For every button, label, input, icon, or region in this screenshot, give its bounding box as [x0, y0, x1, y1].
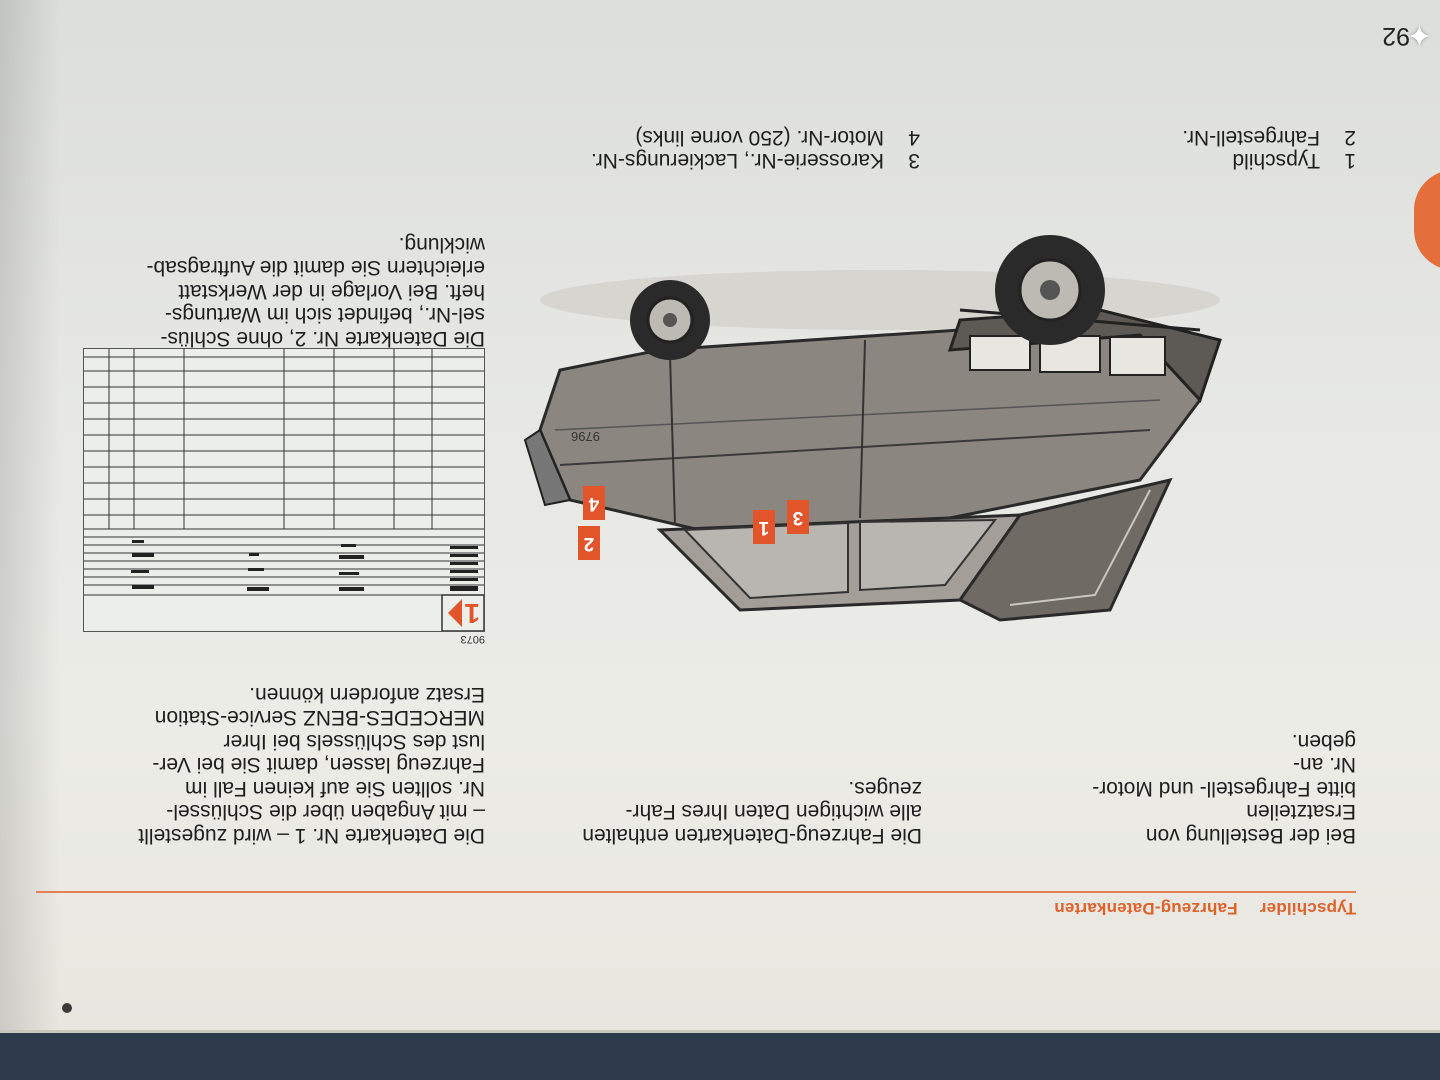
star-logo-icon: ✦ — [1406, 18, 1432, 51]
data-card-badge: 1 — [464, 598, 480, 629]
legend-item: 3 Karosserie-Nr., Lackierungs-Nr. — [591, 149, 920, 172]
card-figure-number: 9073 — [460, 633, 485, 645]
header-typschilder: Typschilder — [1259, 899, 1356, 918]
data-card-figure: 1 — [83, 348, 485, 632]
legend-number: 4 — [908, 126, 920, 149]
car-drawing — [523, 235, 1222, 622]
legend-label: Fahrgestell-Nr. — [1182, 126, 1320, 149]
column-datacards: Die Fahrzeug-Datenkarten enthalten alle … — [502, 777, 922, 847]
column-card1: Die Datenkarte Nr. 1 – wird zugestellt –… — [75, 683, 485, 847]
legend-right: 3 Karosserie-Nr., Lackierungs-Nr. 4 Moto… — [591, 126, 920, 172]
marker-4: 4 — [583, 486, 605, 520]
legend-label: Typschild — [1232, 149, 1320, 172]
card1-text: Die Datenkarte Nr. 1 – wird zugestellt –… — [138, 683, 485, 847]
legend-number: 3 — [908, 149, 920, 172]
ordering-text: Bei der Bestellung von Ersatzteilen bitt… — [1092, 730, 1356, 847]
marker-1: 1 — [753, 510, 775, 544]
page-mark-dot — [62, 1003, 72, 1013]
manual-page: ✦ 92 Typschilder Fahrzeug-Datenkarten Bei… — [0, 0, 1440, 1033]
legend-left: 1 Typschild 2 Fahrgestell-Nr. — [1182, 126, 1356, 172]
header-rule — [36, 891, 1356, 893]
legend-item: 2 Fahrgestell-Nr. — [1182, 126, 1356, 149]
section-header: Typschilder Fahrzeug-Datenkarten — [1054, 898, 1356, 918]
legend-label: Karosserie-Nr., Lackierungs-Nr. — [591, 149, 884, 172]
marker-2: 2 — [578, 526, 600, 560]
datacards-text: Die Fahrzeug-Datenkarten enthalten alle … — [582, 777, 922, 847]
column-card2: Die Datenkarte Nr. 2, ohne Schlüs- sel-N… — [75, 233, 485, 350]
spine-shadow — [0, 0, 60, 1030]
header-datenkarten: Fahrzeug-Datenkarten — [1054, 899, 1238, 918]
marker-3: 3 — [787, 500, 809, 534]
car-illustration: 1 3 4 2 — [520, 230, 1260, 730]
legend-item: 4 Motor-Nr. (250 vorne links) — [591, 126, 920, 149]
legend-label: Motor-Nr. (250 vorne links) — [635, 126, 884, 149]
data-card-grid — [84, 349, 485, 632]
legend-number: 1 — [1344, 149, 1356, 172]
page-number: 92 — [1382, 22, 1410, 50]
legend-item: 1 Typschild — [1182, 149, 1356, 172]
column-ordering: Bei der Bestellung von Ersatzteilen bitt… — [1086, 730, 1356, 847]
legend-number: 2 — [1344, 126, 1356, 149]
car-figure-number: 9796 — [571, 429, 600, 444]
card2-text: Die Datenkarte Nr. 2, ohne Schlüs- sel-N… — [146, 233, 485, 350]
rotated-content: ✦ 92 Typschilder Fahrzeug-Datenkarten Bei… — [36, 18, 1432, 918]
